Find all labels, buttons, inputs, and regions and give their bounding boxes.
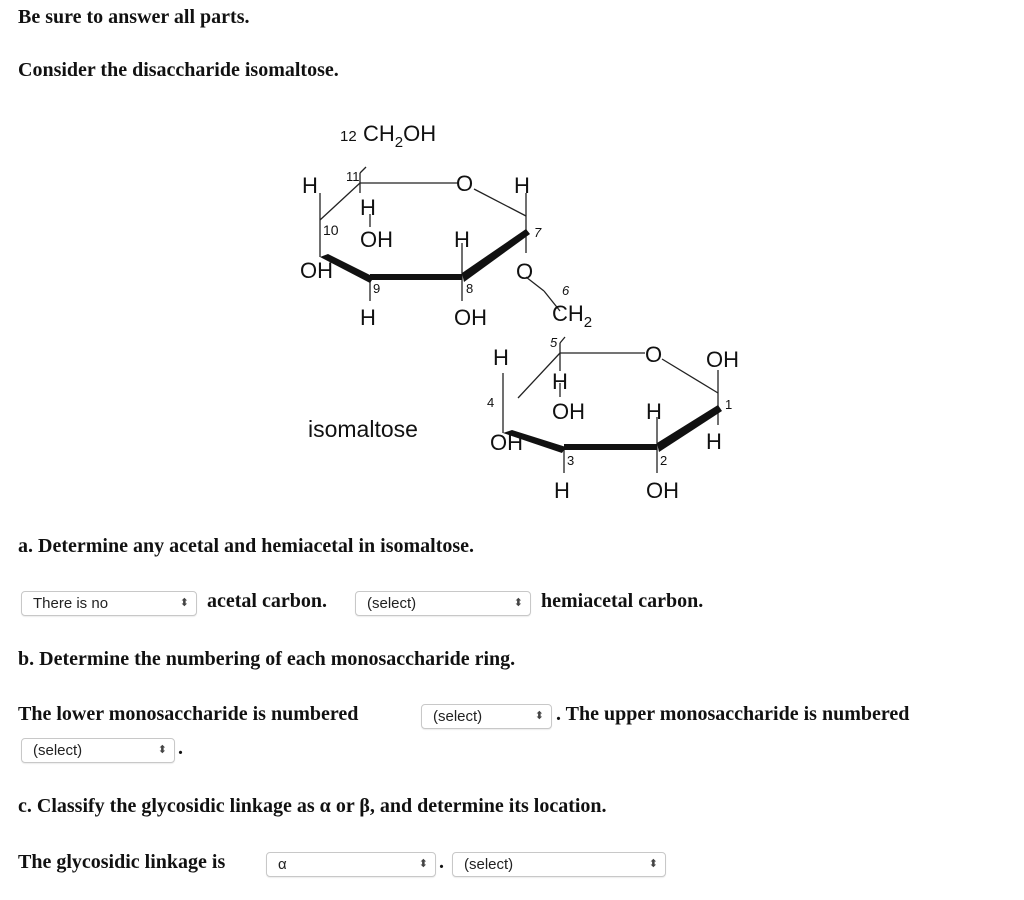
oh-bottom-right: OH xyxy=(454,305,487,330)
lower-ring-front-right-wedge xyxy=(657,405,722,452)
lower-ring-text: The lower monosaccharide is numbered xyxy=(18,703,359,725)
acetal-select-value: There is no xyxy=(33,595,109,612)
part-c-question: c. Classify the glycosidic linkage as α … xyxy=(18,795,607,817)
h-c5: H xyxy=(552,369,568,394)
h-c2: H xyxy=(646,399,662,424)
h-c1: H xyxy=(706,429,722,454)
linkage-location-select-value: (select) xyxy=(464,856,514,873)
part-b-question: b. Determine the numbering of each monos… xyxy=(18,648,516,670)
c11-number: 11 xyxy=(346,169,360,184)
lower-numbering-select[interactable]: (select) ⬍ xyxy=(421,704,552,729)
instructions: Be sure to answer all parts. xyxy=(18,6,250,28)
upper-numbering-select[interactable]: (select) ⬍ xyxy=(21,738,175,763)
linkage-location-select[interactable]: (select) ⬍ xyxy=(452,852,666,877)
c1-number: 1 xyxy=(725,397,732,412)
h-c4: H xyxy=(493,345,509,370)
oh-c2: OH xyxy=(646,478,679,503)
lower-ring-left-bond xyxy=(517,352,561,399)
lower-ring-oxygen: O xyxy=(645,342,662,367)
c9-number: 9 xyxy=(373,281,380,296)
isomaltose-structure: 12 CH2OH 11 O H H H 10 OH H 7 OH 9 8 O H… xyxy=(300,121,739,503)
glycosidic-oxygen: O xyxy=(516,259,533,284)
hemiacetal-select-value: (select) xyxy=(367,595,417,612)
hemiacetal-select[interactable]: (select) ⬍ xyxy=(355,591,531,616)
h-c3: H xyxy=(554,478,570,503)
c2-number: 2 xyxy=(660,453,667,468)
h-c8: H xyxy=(454,227,470,252)
linkage-type-select[interactable]: α ⬍ xyxy=(266,852,436,877)
acetal-text: acetal carbon. xyxy=(207,590,327,612)
upper-numbering-select-value: (select) xyxy=(33,742,83,759)
updown-chevron-icon: ⬍ xyxy=(513,597,523,609)
acetal-select[interactable]: There is no ⬍ xyxy=(21,591,197,616)
ch2-label: CH2 xyxy=(552,301,592,331)
upper-ring-text: . The upper monosaccharide is numbered xyxy=(556,703,910,725)
oh-bottom-left: OH xyxy=(300,258,333,283)
linkage-type-select-value: α xyxy=(278,856,287,873)
oh-c3-top: OH xyxy=(552,399,585,424)
lower-ring-o-right-bond xyxy=(661,358,719,394)
upper-ring-front-right-wedge xyxy=(462,229,530,282)
linkage-text: The glycosidic linkage is xyxy=(18,851,226,873)
oh-c1: OH xyxy=(706,347,739,372)
h-c11: H xyxy=(360,195,376,220)
upper-ring-left-bond xyxy=(319,182,361,221)
updown-chevron-icon: ⬍ xyxy=(534,710,544,722)
h-bottom: H xyxy=(360,305,376,330)
updown-chevron-icon: ⬍ xyxy=(648,858,658,870)
updown-chevron-icon: ⬍ xyxy=(179,597,189,609)
c10-number: 10 xyxy=(323,222,339,238)
lower-numbering-select-value: (select) xyxy=(433,708,483,725)
hemiacetal-text: hemiacetal carbon. xyxy=(541,590,704,612)
c3-number: 3 xyxy=(567,453,574,468)
c12-number: 12 xyxy=(340,128,357,145)
upper-ring-front-left-wedge xyxy=(320,254,374,283)
structure-caption: isomaltose xyxy=(308,416,418,442)
oh-c10: OH xyxy=(360,227,393,252)
c7-number: 7 xyxy=(534,225,542,240)
updown-chevron-icon: ⬍ xyxy=(418,858,428,870)
upper-ring-oxygen: O xyxy=(456,171,473,196)
oh-c4: OH xyxy=(490,430,523,455)
upper-ring-o-right-bond xyxy=(473,188,527,217)
updown-chevron-icon: ⬍ xyxy=(157,744,167,756)
h-c7: H xyxy=(514,173,530,198)
lower-ring-front-left-wedge xyxy=(503,430,566,453)
c8-number: 8 xyxy=(466,281,473,296)
c5-number: 5 xyxy=(550,335,558,350)
c4-number: 4 xyxy=(487,395,494,410)
part-b-end-period: . xyxy=(178,737,183,759)
ch2oh-label: CH2OH xyxy=(363,121,436,151)
part-a-question: a. Determine any acetal and hemiacetal i… xyxy=(18,535,475,557)
intro-text: Consider the disaccharide isomaltose. xyxy=(18,59,339,81)
h-left: H xyxy=(302,173,318,198)
c6-number: 6 xyxy=(562,283,570,298)
linkage-separator: . xyxy=(439,851,444,873)
